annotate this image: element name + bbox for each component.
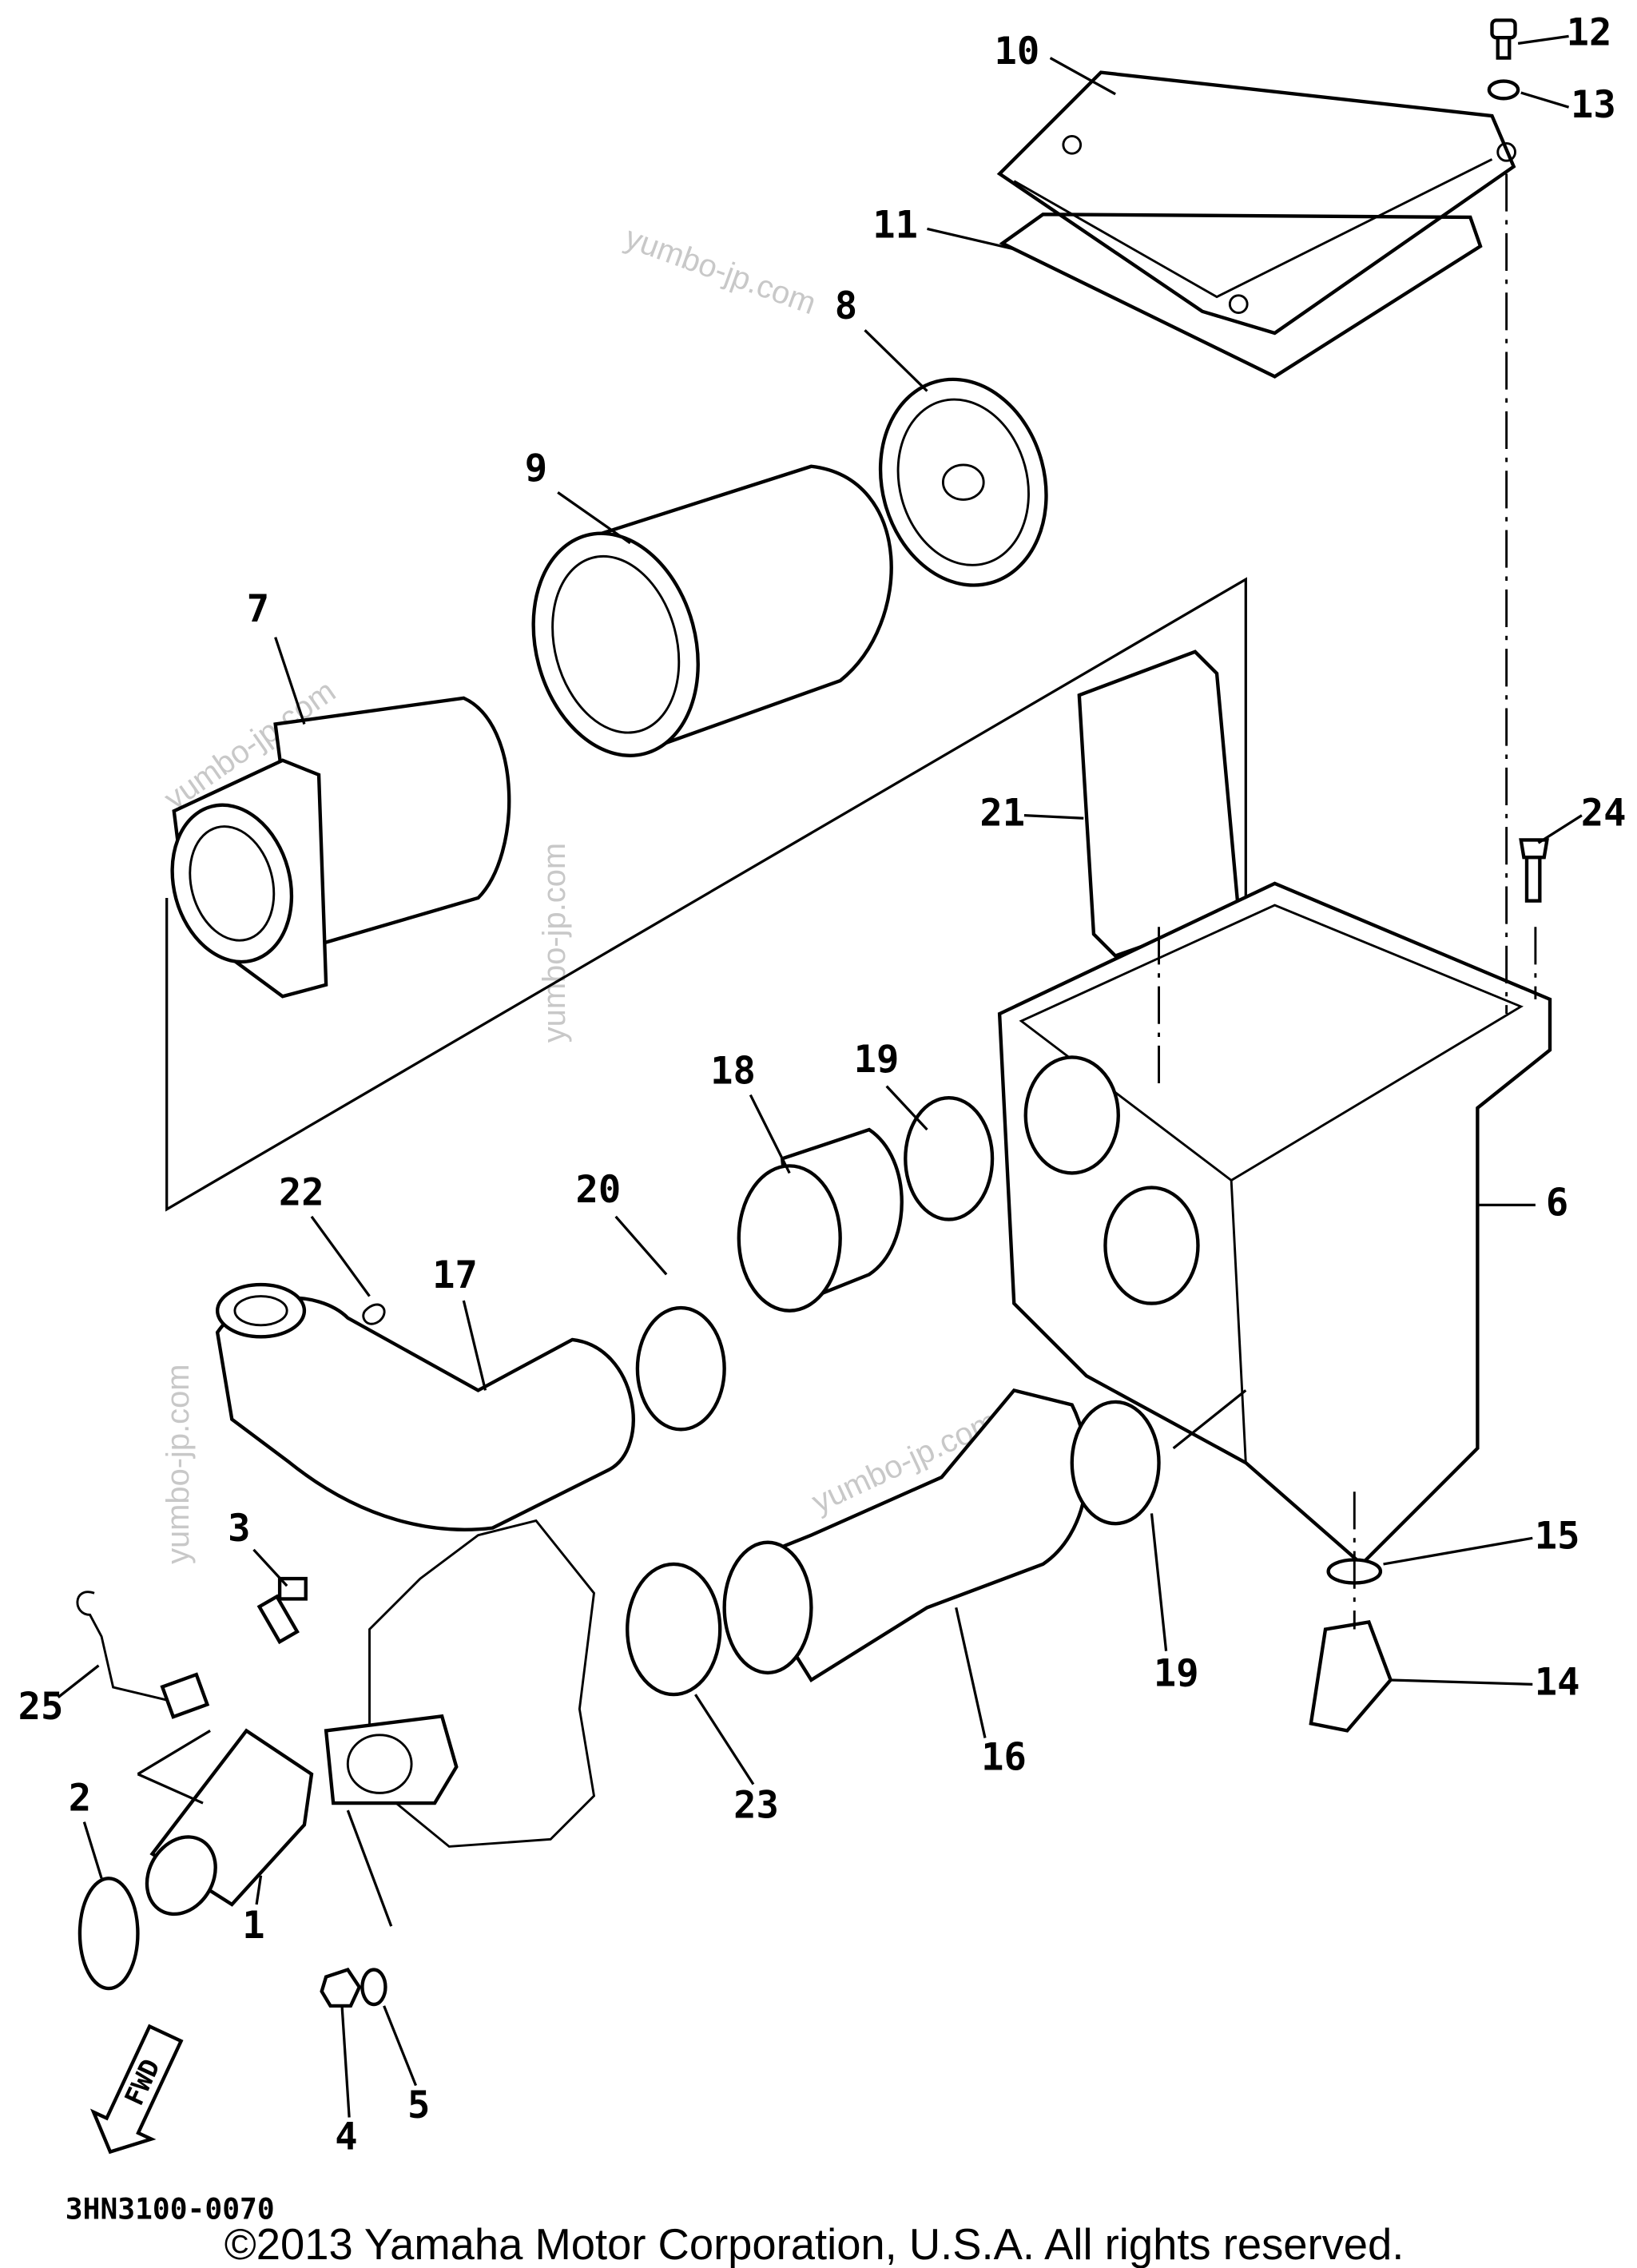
part-clamp-19[interactable] [904,1096,995,1221]
callout-15[interactable]: 15 [1535,1514,1580,1558]
callout-13[interactable]: 13 [1571,83,1616,127]
callout-24[interactable]: 24 [1581,792,1627,836]
assembly-line [346,1809,393,1927]
callout-20[interactable]: 20 [576,1168,622,1212]
part-joint-18[interactable] [737,1127,904,1313]
callout-17[interactable]: 17 [432,1253,478,1297]
callout-8[interactable]: 8 [835,284,857,328]
part-washer-13[interactable] [1487,79,1520,101]
part-clamp-23[interactable] [626,1562,722,1697]
part-clamp-20[interactable] [635,1305,726,1432]
part-sensor[interactable] [76,1591,210,1719]
callout-10[interactable]: 10 [994,30,1039,73]
assembly-line [137,1730,211,1805]
part-clip-22[interactable] [362,1303,386,1325]
diagram-code: 3HN3100-0070 [66,2191,275,2226]
callout-6[interactable]: 6 [1546,1181,1568,1225]
callout-4[interactable]: 4 [335,2115,357,2159]
leader-lines [57,34,1583,2118]
callout-12[interactable]: 12 [1567,11,1612,55]
part-carburetor-joint-manifold[interactable] [133,1714,459,1926]
callout-22[interactable]: 22 [279,1171,324,1215]
part-gasket[interactable] [999,213,1483,379]
callout-3[interactable]: 3 [228,1507,250,1551]
part-air-box[interactable] [997,881,1552,1567]
assembly-line [1172,1389,1247,1450]
part-o-ring[interactable] [77,1877,140,1991]
callout-2[interactable]: 2 [69,1776,91,1820]
part-air-filter-element[interactable] [510,464,893,774]
callout-7[interactable]: 7 [247,587,269,631]
callout-1[interactable]: 1 [242,1904,264,1948]
part-air-box-cover[interactable] [996,70,1516,336]
part-filter-cap[interactable] [858,360,1069,604]
callout-23[interactable]: 23 [733,1783,779,1827]
callout-9[interactable]: 9 [525,447,547,491]
watermark: yumbo-jp.com [537,843,572,1043]
part-nut[interactable] [320,1967,362,2008]
part-air-filter-joint[interactable] [215,1282,635,1531]
engine-outline [368,1519,596,1848]
part-bolt-12[interactable] [1490,18,1517,60]
part-washer-5[interactable] [360,1968,387,2007]
part-clamp-19[interactable] [1070,1400,1161,1526]
callouts: 1 2 3 4 5 6 7 8 9 10 11 12 13 14 15 16 1… [18,11,1627,2159]
callout-11[interactable]: 11 [872,204,918,248]
watermark: yumbo-jp.com [161,1364,196,1564]
part-element-guide[interactable] [155,696,511,999]
callout-14[interactable]: 14 [1535,1660,1580,1704]
part-bolt-24[interactable] [1519,838,1549,903]
assembly-outline [165,577,1247,1212]
callout-16[interactable]: 16 [981,1736,1027,1780]
part-screw-3[interactable] [256,1576,308,1645]
callout-19-lower[interactable]: 19 [1154,1652,1199,1696]
copyright: ©2013 Yamaha Motor Corporation, U.S.A. A… [224,2220,1405,2268]
fwd-arrow-icon: FWD [89,2024,184,2155]
callout-25[interactable]: 25 [18,1685,64,1729]
callout-5[interactable]: 5 [407,2083,430,2127]
part-carburetor-joint[interactable] [722,1388,1089,1682]
part-drain[interactable] [1309,1620,1393,1733]
callout-19-upper[interactable]: 19 [854,1038,900,1082]
callout-18[interactable]: 18 [710,1049,756,1093]
callout-21[interactable]: 21 [979,792,1025,836]
watermark: yumbo-jp.com [621,220,820,321]
